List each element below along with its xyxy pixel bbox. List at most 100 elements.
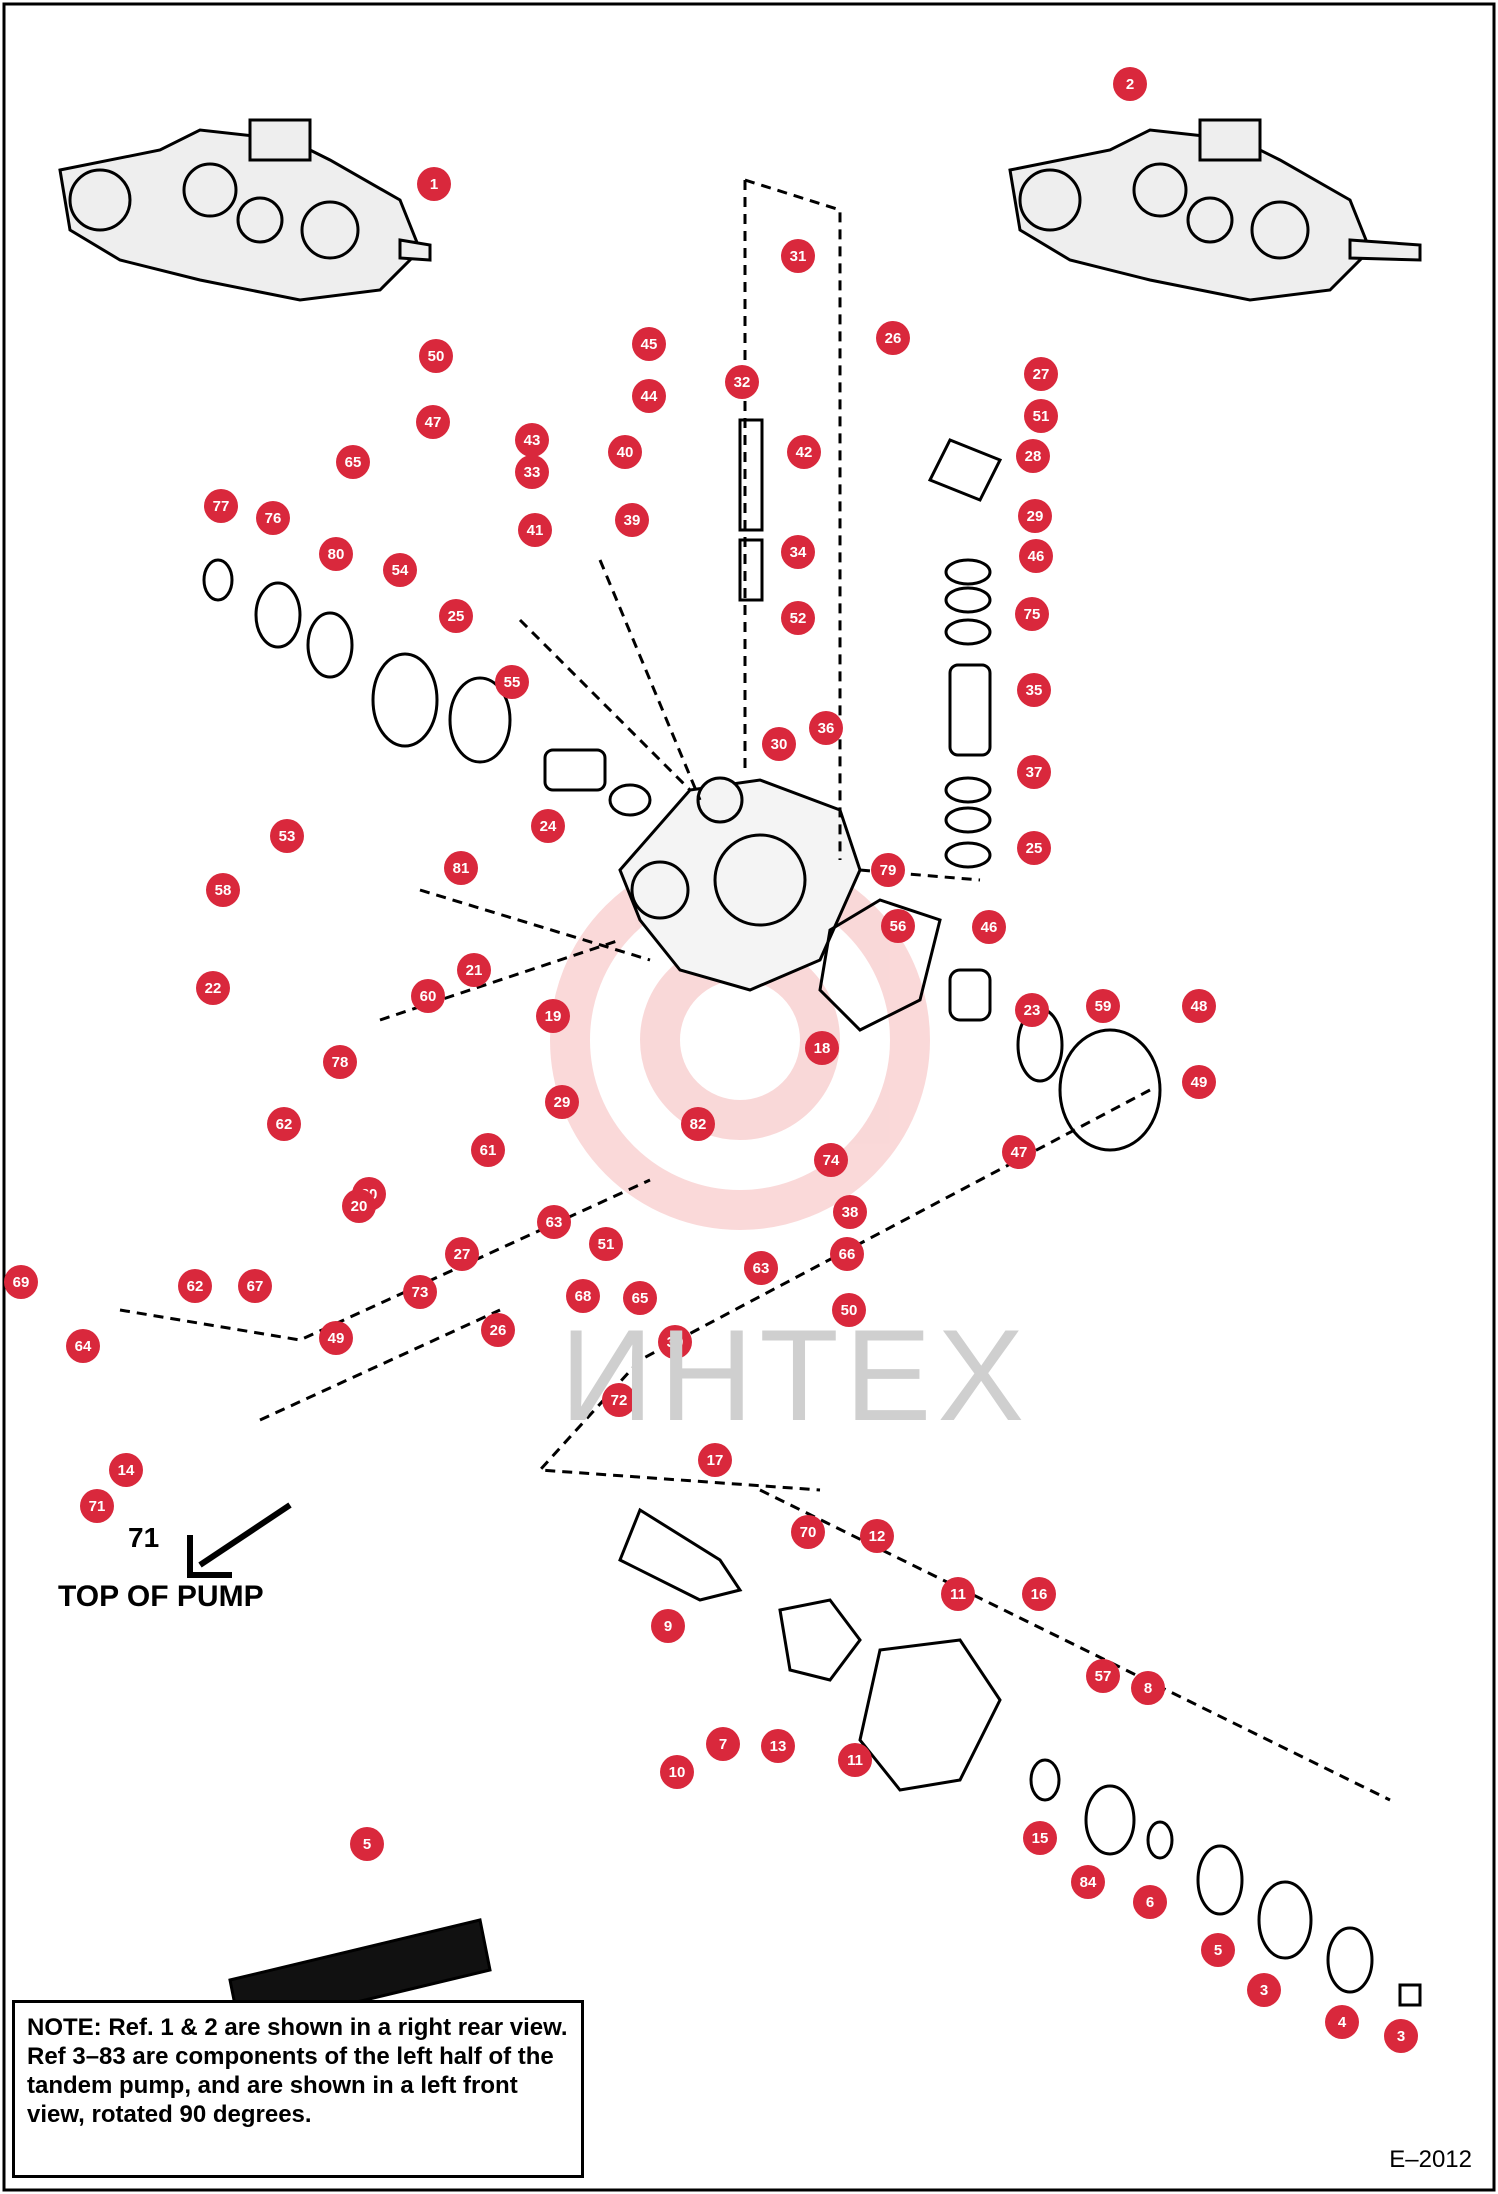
callout-label: 43 xyxy=(524,432,541,449)
callout-57: 57 xyxy=(1086,1659,1120,1693)
callout-label: 55 xyxy=(504,674,521,691)
callout-27: 27 xyxy=(1024,357,1058,391)
callout-circle xyxy=(787,435,821,469)
callout-circle xyxy=(411,979,445,1013)
callout-29: 29 xyxy=(1018,499,1052,533)
callout-circle xyxy=(270,819,304,853)
callout-label: 3 xyxy=(1260,1982,1268,1999)
callout-label: 64 xyxy=(75,1338,92,1355)
callout-label: 6 xyxy=(1146,1894,1154,1911)
callout-5: 5 xyxy=(350,1827,384,1861)
callout-33: 33 xyxy=(515,455,549,489)
callout-label: 46 xyxy=(1028,548,1045,565)
callout-label: 80 xyxy=(328,546,345,563)
callout-label: 13 xyxy=(770,1738,787,1755)
callout-3: 3 xyxy=(1247,1973,1281,2007)
callout-circle xyxy=(1133,1885,1167,1919)
callout-label: 7 xyxy=(719,1736,727,1753)
callout-50: 50 xyxy=(419,339,453,373)
callout-label: 11 xyxy=(950,1586,966,1603)
callout-circle xyxy=(471,1133,505,1167)
callout-41: 41 xyxy=(518,513,552,547)
callout-label: 47 xyxy=(425,414,442,431)
callout-circle xyxy=(1023,1821,1057,1855)
callout-45: 45 xyxy=(632,327,666,361)
callout-circle xyxy=(791,1515,825,1549)
callout-label: 41 xyxy=(527,522,544,539)
callout-circle xyxy=(781,535,815,569)
callout-30: 30 xyxy=(762,727,796,761)
callout-11: 11 xyxy=(838,1743,872,1777)
callout-circle xyxy=(383,553,417,587)
assembled-pump-left xyxy=(58,118,432,302)
callout-circle xyxy=(537,1205,571,1239)
callout-circle xyxy=(1022,1577,1056,1611)
figure-code: E–2012 xyxy=(1389,2146,1472,2173)
callout-label: 82 xyxy=(690,1116,707,1133)
callout-label: 28 xyxy=(1025,448,1042,465)
callout-label: 38 xyxy=(842,1204,859,1221)
callout-label: 65 xyxy=(632,1290,649,1307)
callout-label: 26 xyxy=(885,330,902,347)
callout-22: 22 xyxy=(196,971,230,1005)
callout-circle xyxy=(1015,597,1049,631)
callout-65: 65 xyxy=(336,445,370,479)
callout-9: 9 xyxy=(651,1609,685,1643)
callout-circle xyxy=(602,1383,636,1417)
callout-label: 18 xyxy=(814,1040,831,1057)
callout-label: 10 xyxy=(669,1764,686,1781)
callout-label: 37 xyxy=(1026,764,1043,781)
callout-79: 79 xyxy=(871,853,905,887)
callout-label: 58 xyxy=(215,882,232,899)
callout-46: 46 xyxy=(1019,539,1053,573)
callout-circle xyxy=(660,1755,694,1789)
callout-circle xyxy=(336,445,370,479)
callout-label: 39 xyxy=(667,1334,684,1351)
callout-circle xyxy=(66,1329,100,1363)
callout-label: 29 xyxy=(1027,508,1044,525)
callout-circle xyxy=(178,1269,212,1303)
callout-3: 3 xyxy=(1384,2019,1418,2053)
callout-54: 54 xyxy=(383,553,417,587)
callout-label: 63 xyxy=(546,1214,563,1231)
callout-36: 36 xyxy=(809,711,843,745)
callout-60: 60 xyxy=(411,979,445,1013)
callout-circle xyxy=(196,971,230,1005)
callout-63: 63 xyxy=(537,1205,571,1239)
callout-25: 25 xyxy=(1017,831,1051,865)
callout-label: 23 xyxy=(1024,1002,1041,1019)
callout-77: 77 xyxy=(204,489,238,523)
callout-74: 74 xyxy=(814,1143,848,1177)
callout-label: 81 xyxy=(453,860,470,877)
callout-55: 55 xyxy=(495,665,529,699)
callout-label: 65 xyxy=(345,454,362,471)
callout-circle xyxy=(1113,67,1147,101)
callout-circle xyxy=(204,489,238,523)
callout-circle xyxy=(444,851,478,885)
callout-circle xyxy=(1017,831,1051,865)
callout-circle xyxy=(566,1279,600,1313)
callout-circle xyxy=(615,503,649,537)
callout-label: 53 xyxy=(279,828,296,845)
callout-circle xyxy=(881,909,915,943)
callout-49: 49 xyxy=(1182,1065,1216,1099)
callout-62: 62 xyxy=(267,1107,301,1141)
callout-43: 43 xyxy=(515,423,549,457)
pump-housing xyxy=(618,776,862,992)
callout-label: 70 xyxy=(800,1524,817,1541)
callout-circle xyxy=(481,1313,515,1347)
callout-circle xyxy=(457,953,491,987)
callout-31: 31 xyxy=(781,239,815,273)
callout-circle xyxy=(1024,357,1058,391)
callout-39: 39 xyxy=(658,1325,692,1359)
callout-circle xyxy=(651,1609,685,1643)
callout-label: 49 xyxy=(328,1330,345,1347)
callout-label: 36 xyxy=(818,720,835,737)
callout-circle xyxy=(1018,499,1052,533)
callout-circle xyxy=(1017,755,1051,789)
callout-label: 71 xyxy=(89,1498,106,1515)
callout-68: 68 xyxy=(566,1279,600,1313)
callout-circle xyxy=(876,321,910,355)
callout-80: 80 xyxy=(319,537,353,571)
note-heading: NOTE: xyxy=(27,2014,102,2041)
